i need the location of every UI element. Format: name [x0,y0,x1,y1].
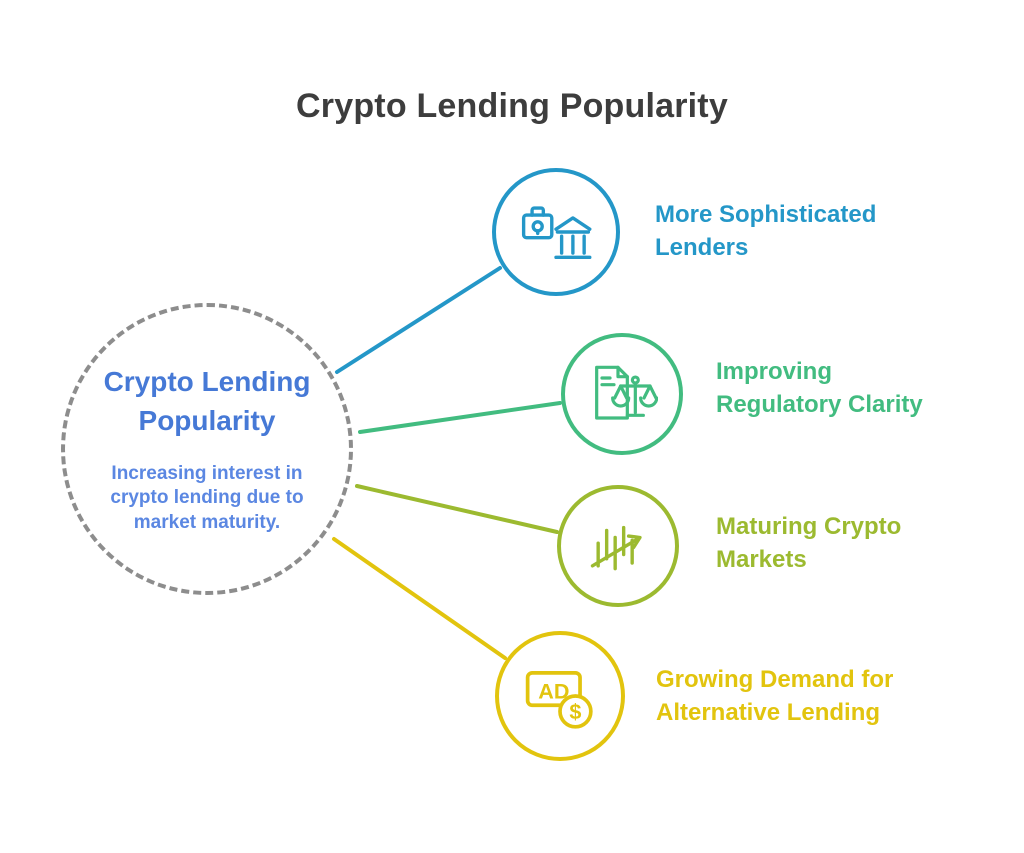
central-title-line2: Popularity [138,404,276,436]
document-scales-icon [586,360,658,428]
connector-markets [355,484,559,534]
connector-alternative [332,537,507,660]
central-title-line1: Crypto Lending [103,365,311,397]
node-circle-regulatory [561,333,683,455]
connector-lenders [335,266,502,374]
node-label-line1: Improving [716,358,833,385]
dollar-text: $ [569,699,581,724]
central-node: Crypto Lending Popularity Increasing int… [61,303,353,595]
node-label-line2: Alternative Lending [656,698,881,726]
node-label-alternative: Growing Demand for Alternative Lending [656,664,893,729]
page-title: Crypto Lending Popularity [296,86,728,125]
growth-chart-icon [582,512,654,580]
ad-dollar-icon: AD $ [521,659,599,733]
central-subtitle-line1: Increasing interest in [111,463,303,485]
node-circle-lenders [492,168,620,296]
node-circle-markets [557,485,679,607]
node-label-line2: Lenders [655,233,749,261]
node-label-regulatory: Improving Regulatory Clarity [716,356,923,421]
central-node-subtitle: Increasing interest in crypto lending du… [110,462,303,535]
node-label-line1: More Sophisticated [655,201,877,228]
node-label-lenders: More Sophisticated Lenders [655,199,876,264]
connector-regulatory [358,401,562,434]
node-label-line2: Regulatory Clarity [716,390,923,418]
central-node-title: Crypto Lending Popularity [104,363,311,440]
bank-lender-icon [518,196,594,268]
node-circle-alternative: AD $ [495,631,625,761]
node-label-line1: Growing Demand for [656,666,894,693]
node-label-line1: Maturing Crypto [716,513,902,540]
node-label-line2: Markets [716,545,807,573]
node-label-markets: Maturing Crypto Markets [716,511,901,576]
central-subtitle-line3: market maturity. [133,511,281,533]
central-subtitle-line2: crypto lending due to [110,487,304,509]
